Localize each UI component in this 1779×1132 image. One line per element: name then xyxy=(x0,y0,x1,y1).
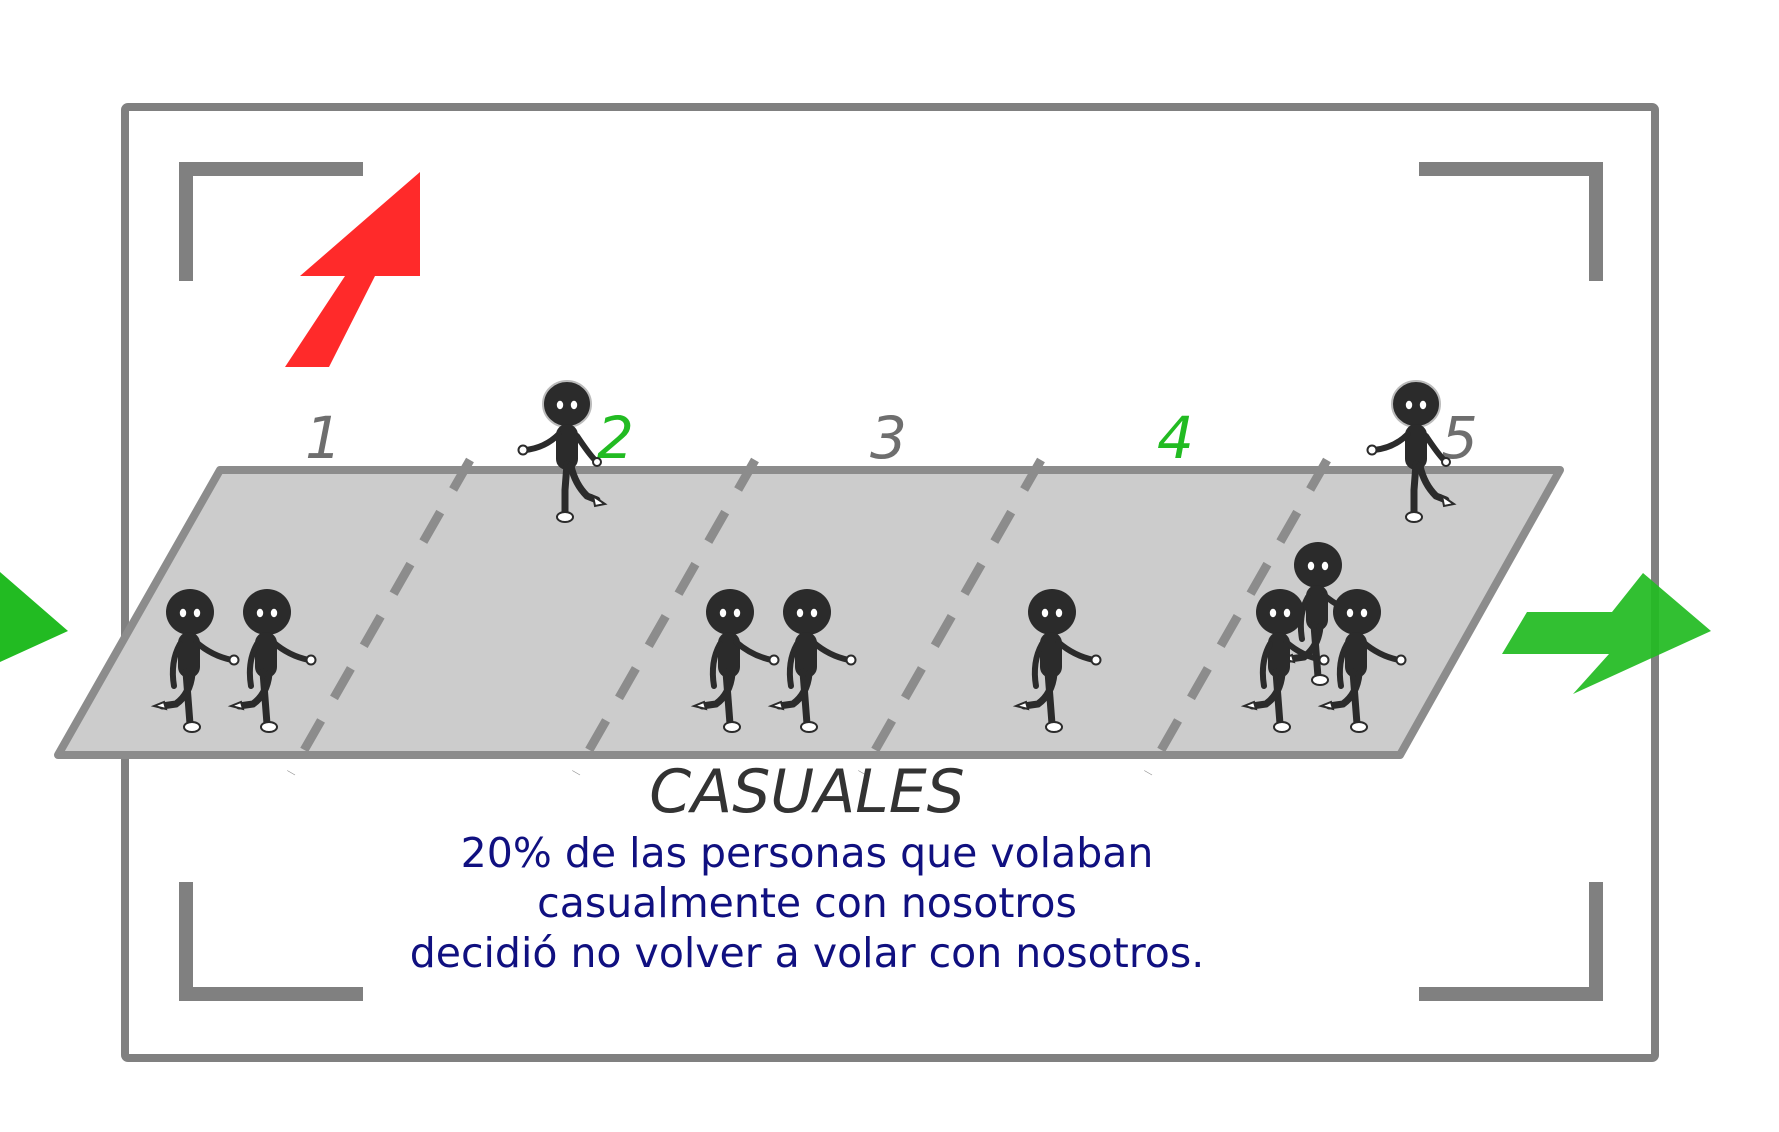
corner-brackets xyxy=(179,162,1603,1001)
caption-line-1: 20% de las personas que volaban xyxy=(460,829,1154,877)
segment-divider-3 xyxy=(858,457,1045,776)
segment-divider-4 xyxy=(1144,457,1331,776)
green-arrow-out-icon xyxy=(1502,573,1711,694)
caption-line-3: decidió no volver a volar con nosotros. xyxy=(409,929,1205,977)
corner-bracket-top-right xyxy=(1419,162,1603,281)
caption: 20% de las personas que volaban casualme… xyxy=(0,828,1614,978)
segment-label-2: 2 xyxy=(597,404,634,472)
green-arrow-in-icon xyxy=(0,572,68,662)
segment-label-4: 4 xyxy=(1157,404,1194,472)
diagram-title: CASUALES xyxy=(649,757,964,827)
corner-bracket-bottom-left xyxy=(179,882,363,1001)
caption-line-2: casualmente con nosotros xyxy=(537,879,1077,927)
segment-label-1: 1 xyxy=(305,404,342,472)
segment-label-3: 3 xyxy=(870,404,907,472)
corner-bracket-top-left xyxy=(179,162,363,281)
outer-frame xyxy=(121,103,1659,1062)
segment-divider-2 xyxy=(572,457,759,776)
segment-divider-1 xyxy=(287,457,474,776)
segment-dividers xyxy=(287,457,1331,776)
red-arrow-up-icon xyxy=(285,172,420,367)
corner-bracket-bottom-right xyxy=(1419,882,1603,1001)
